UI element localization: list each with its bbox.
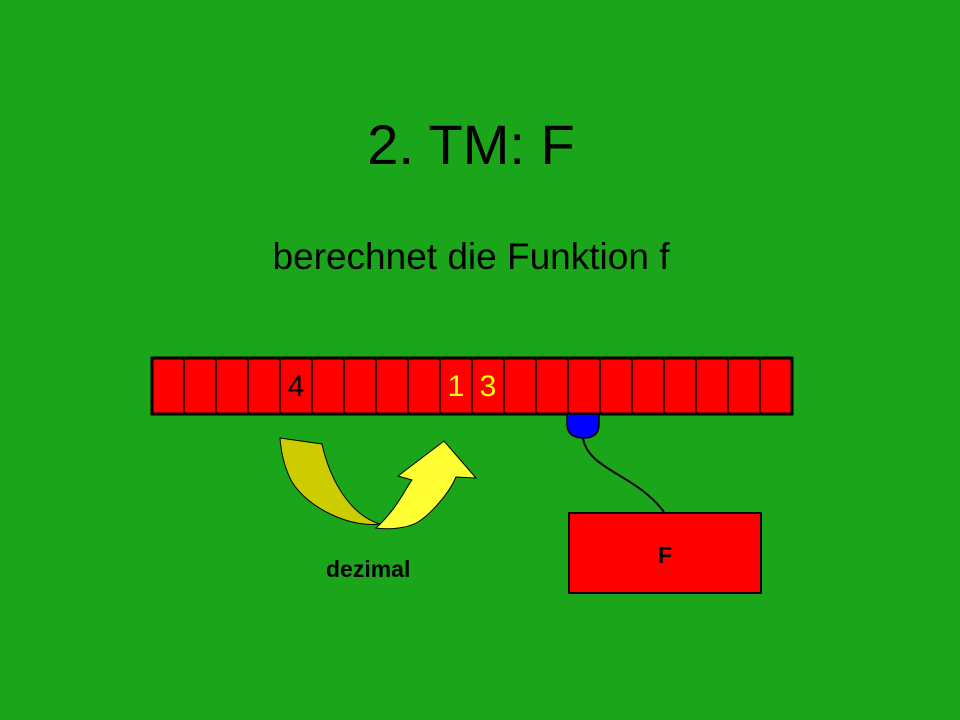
head-wire — [582, 437, 665, 513]
read-write-head — [566, 413, 600, 439]
tape-cell — [343, 357, 377, 415]
dezimal-label: dezimal — [326, 556, 411, 582]
tape-cell — [663, 357, 697, 415]
tape — [150, 356, 794, 416]
tape-frame — [150, 356, 794, 416]
tape-cell — [311, 357, 345, 415]
tape-cell — [599, 357, 633, 415]
slide-subtitle: berechnet die Funktion f — [272, 236, 670, 277]
tape-cell — [183, 357, 217, 415]
tape-symbol: 1 — [448, 370, 465, 403]
tape-cell — [695, 357, 729, 415]
machine-label: F — [657, 542, 673, 568]
tape-cell — [151, 357, 185, 415]
machine-box: F — [568, 512, 762, 594]
tape-cell — [247, 357, 281, 415]
conversion-arrow-left — [279, 437, 381, 526]
tape-cell — [535, 357, 569, 415]
tape-symbol: 4 — [288, 370, 305, 403]
tape-cell — [503, 357, 537, 415]
conversion-arrow-right — [374, 440, 478, 530]
tape-symbol: 3 — [480, 370, 497, 403]
slide-title: 2. TM: F — [367, 113, 575, 176]
tape-cell — [631, 357, 665, 415]
tape-cell — [727, 357, 761, 415]
tape-cell — [567, 357, 601, 415]
tape-cell — [759, 357, 793, 415]
tape-cell — [375, 357, 409, 415]
tape-cell — [407, 357, 441, 415]
tape-cell — [215, 357, 249, 415]
